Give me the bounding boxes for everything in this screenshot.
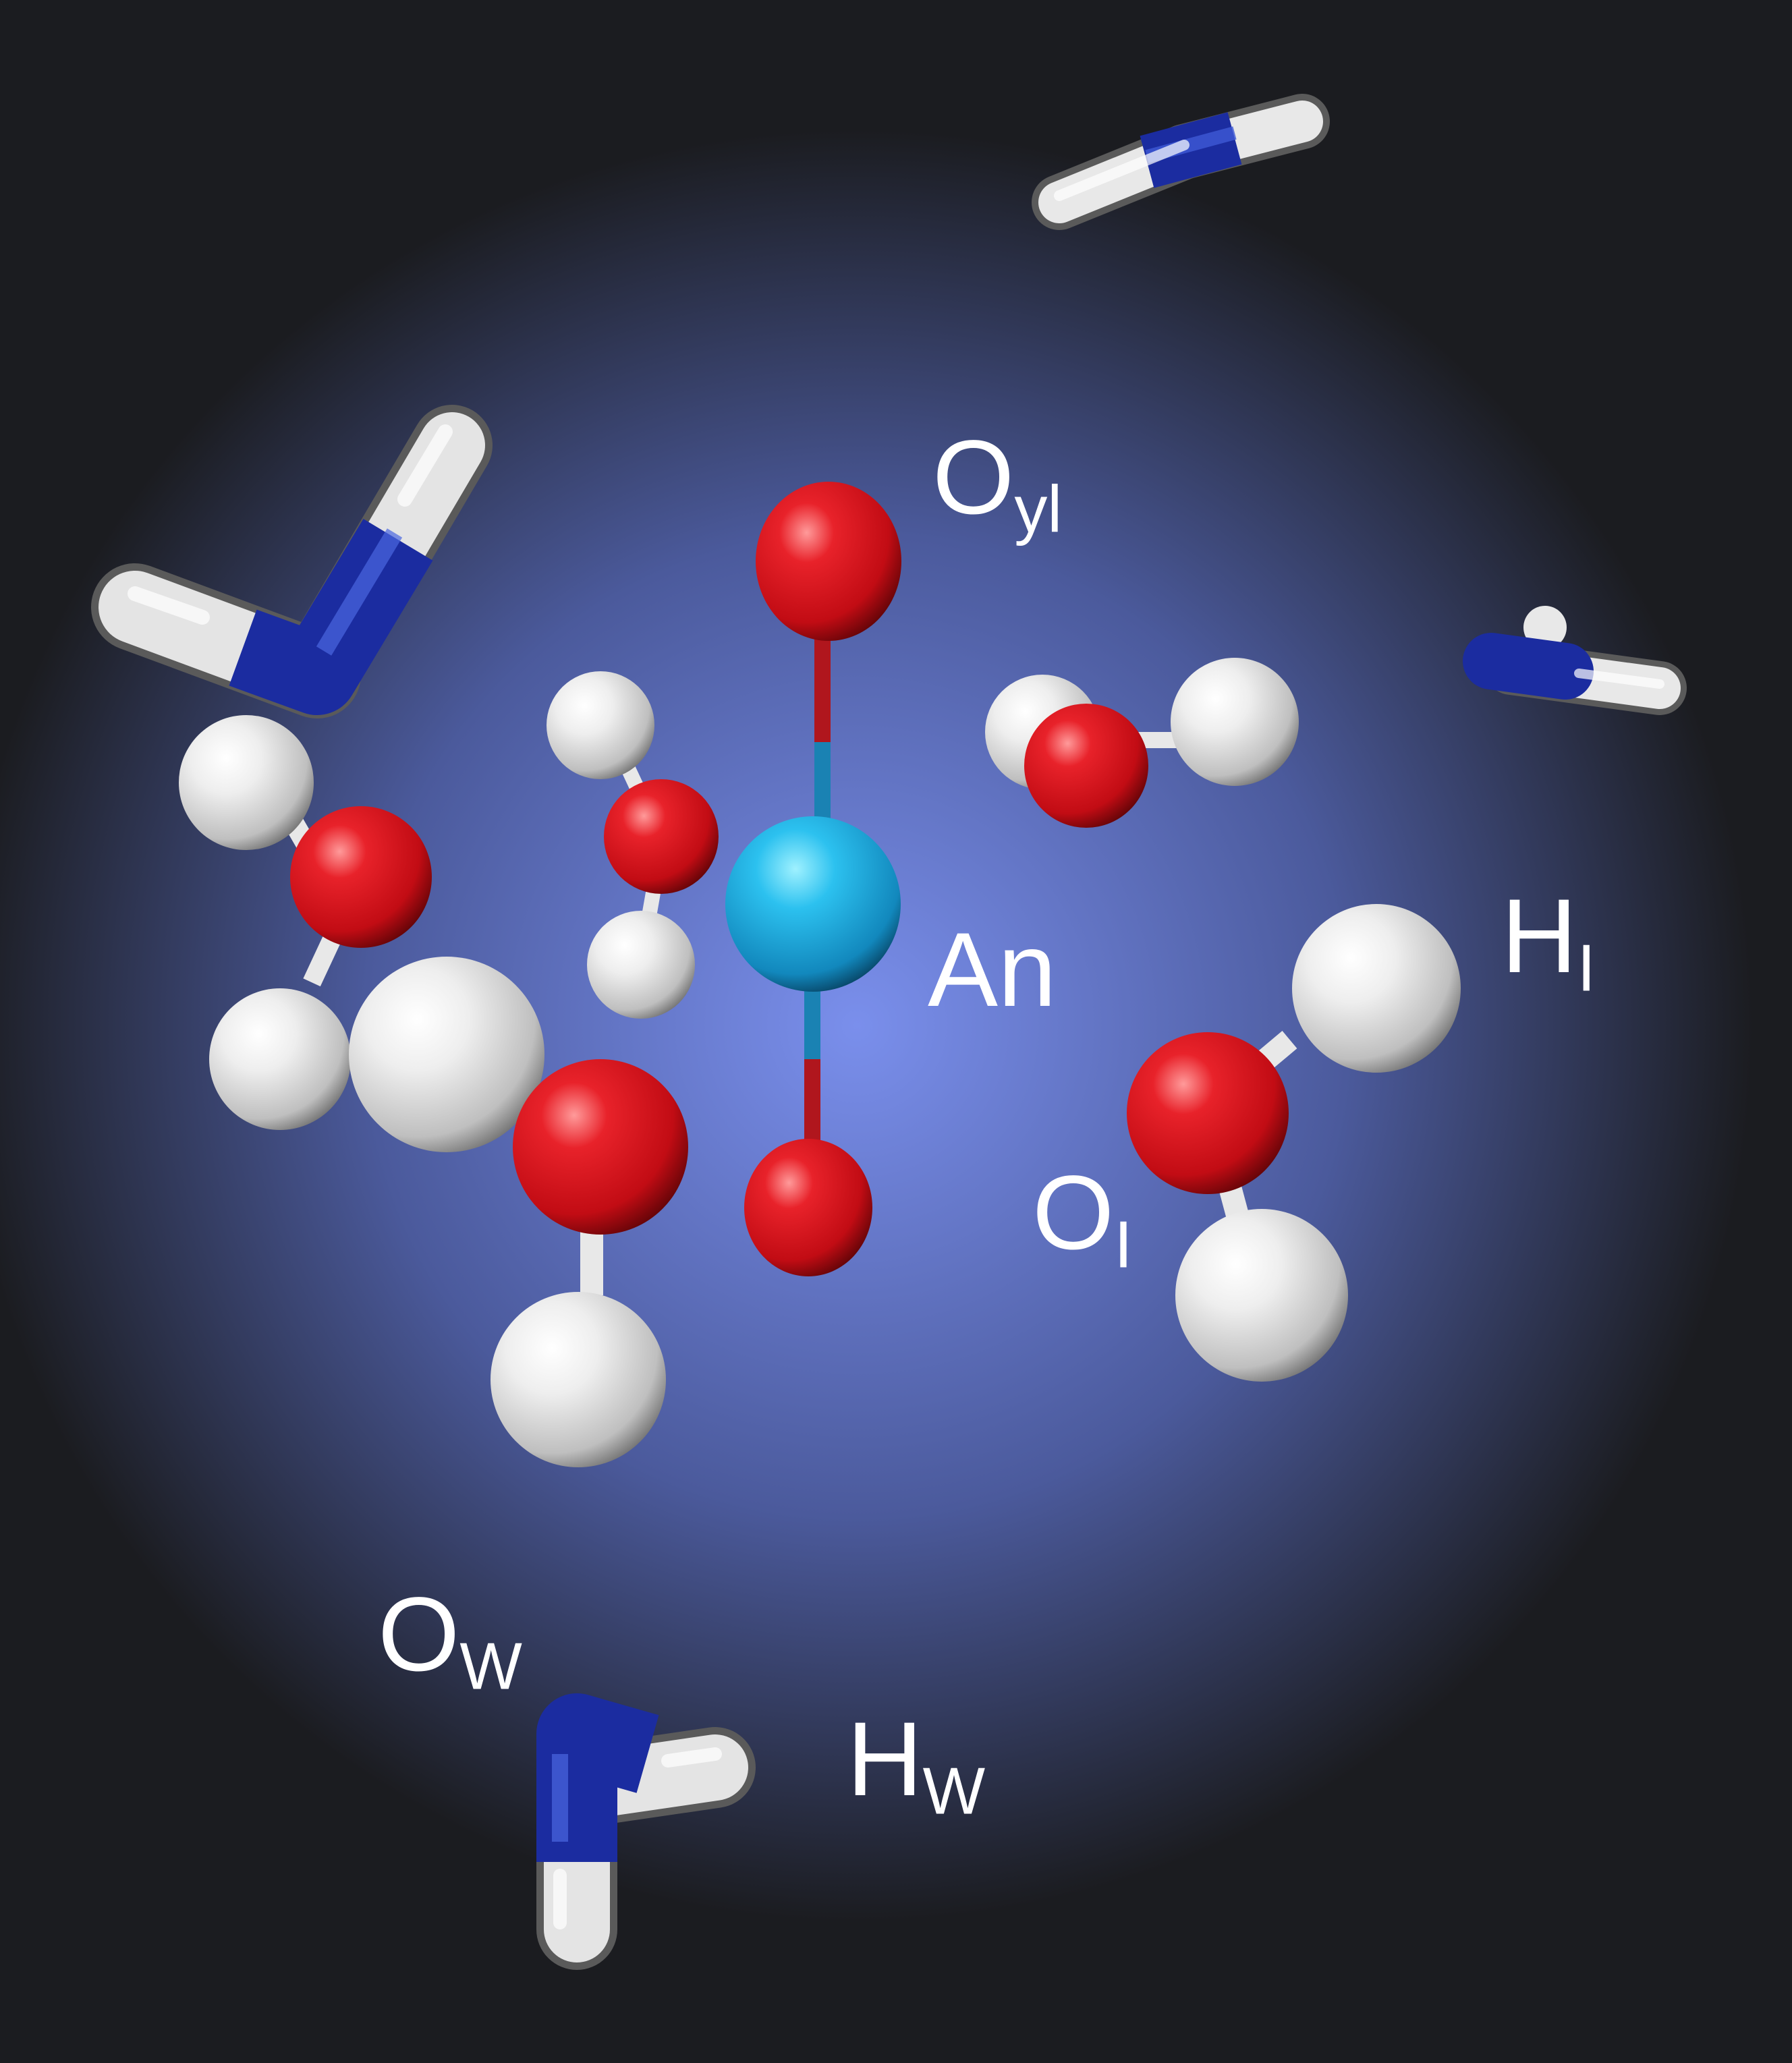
water-molecule-top-right	[1032, 94, 1330, 230]
water-molecule-left	[91, 405, 493, 718]
water-molecule-far-left	[179, 715, 432, 1130]
label-hydrogen-w: HW	[847, 1701, 986, 1828]
water-molecule-inner-bottom-left	[349, 957, 688, 1467]
water-molecule-labeled-right	[1127, 904, 1461, 1382]
label-actinide: An	[928, 911, 1057, 1029]
label-oxygen-w: OW	[378, 1576, 522, 1703]
water-molecule-inner-right	[985, 658, 1299, 828]
oxygen-yl-top	[756, 482, 901, 641]
label-oxygen-yl: Oyl	[932, 419, 1063, 546]
water-molecule-bottom	[536, 1693, 756, 1970]
water-molecule-right	[1463, 606, 1687, 715]
actinide-atom	[725, 816, 901, 992]
actinyl-ion	[725, 482, 901, 1276]
oxygen-yl-bottom	[744, 1139, 872, 1276]
label-hydrogen-i: HI	[1501, 878, 1596, 1005]
label-oxygen-i: OI	[1032, 1154, 1133, 1282]
water-molecule-inner-left	[547, 671, 719, 1019]
